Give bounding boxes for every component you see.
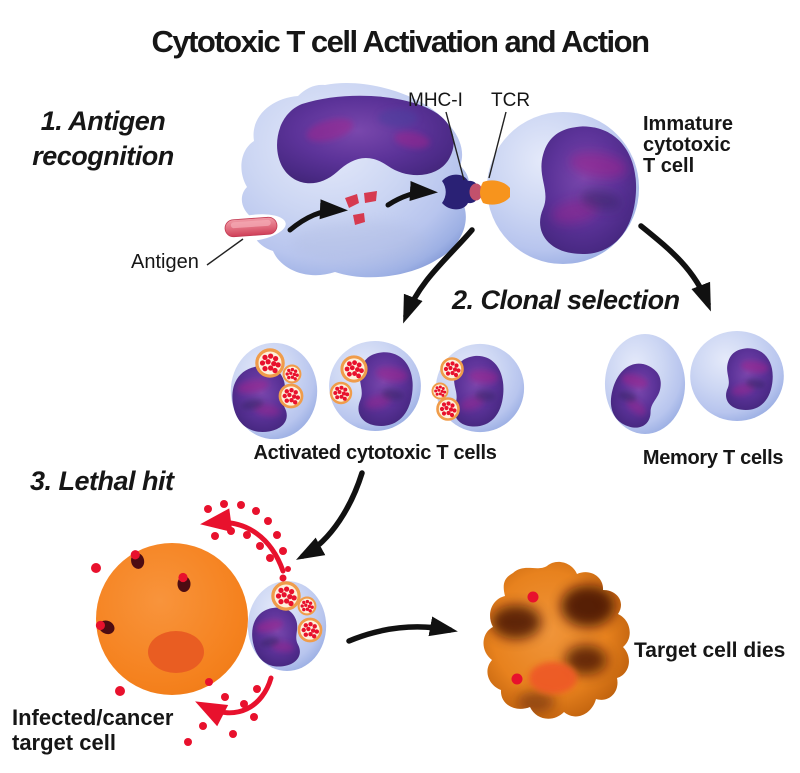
step3-heading: 3. Lethal hit: [30, 466, 174, 496]
immature-t-cell: [486, 111, 643, 265]
antigen-rod: [224, 216, 278, 238]
clonal-arrow-right: [638, 223, 711, 312]
processing-arrow-1: [287, 199, 348, 233]
clonal-arrow-left: [403, 227, 475, 324]
activated-t-cell-3: [431, 343, 525, 433]
tcr-molecule: [480, 180, 510, 205]
activated-t-cell-1: [227, 342, 318, 440]
mhc-tcr-junction: [442, 174, 510, 210]
memory-t-cell-1: [604, 334, 686, 434]
death-arrow: [346, 616, 458, 644]
target-cell-nucleus: [148, 631, 204, 673]
step2-heading: 2. Clonal selection: [452, 285, 680, 315]
processing-arrow-2: [385, 181, 438, 208]
antigen-presenting-cell: [218, 83, 470, 278]
antigen-fragments: [345, 191, 377, 225]
infected-target-cell: [91, 543, 248, 696]
tcr-pointer-line: [488, 111, 507, 179]
antigen-pointer-line: [206, 238, 244, 266]
tcr-label: TCR: [491, 90, 531, 111]
memory-t-cell-2: [690, 331, 784, 421]
diagram-title: Cytotoxic T cell Activation and Action: [151, 24, 650, 59]
infected-target-cell-label: Infected/cancer target cell: [12, 705, 174, 755]
memory-t-cells-label: Memory T cells: [642, 447, 784, 469]
peptide: [469, 183, 483, 201]
granule-release-arrow-bottom: [184, 675, 274, 746]
target-cell-dies-label: Target cell dies: [634, 639, 786, 662]
mhc-pointer-line: [445, 111, 465, 181]
granule-release-arrow-top: [200, 500, 287, 574]
dying-target-cell: [483, 561, 630, 719]
step1-heading: 1. Antigen recognition: [32, 106, 174, 172]
attacking-t-cell: [247, 566, 327, 671]
mhc-molecule: [442, 174, 479, 210]
apc-nucleus: [277, 95, 454, 184]
lethal-hit-arrow: [295, 470, 365, 560]
activated-t-cells-label: Activated cytotoxic T cells: [253, 442, 497, 464]
activated-t-cell-2: [329, 341, 421, 431]
antigen-label: Antigen: [131, 251, 199, 273]
mhc-label: MHC-I: [408, 90, 463, 111]
immature-t-cell-label: Immature cytotoxic T cell: [643, 113, 734, 177]
